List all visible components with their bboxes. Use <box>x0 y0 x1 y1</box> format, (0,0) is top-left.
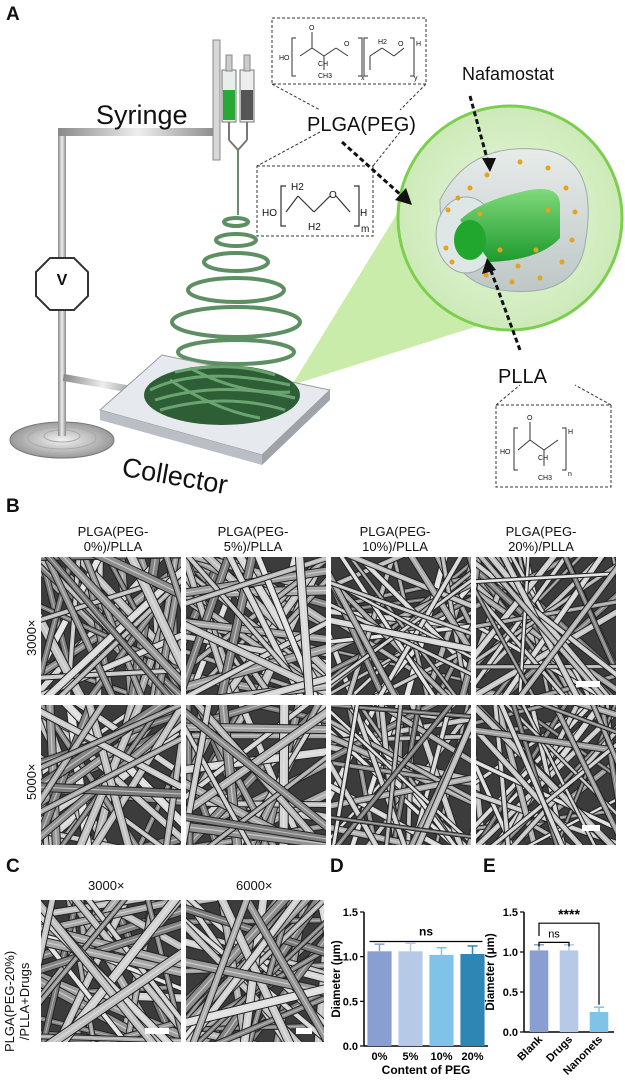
bar <box>429 955 453 1046</box>
sem-image-drugs-6000x <box>186 900 324 1042</box>
y-axis-label: Diameter (μm) <box>331 940 343 1018</box>
sem-image-peg10-5000x <box>331 705 471 845</box>
row-label-c-sample: PLGA(PEG-20%)/PLLA+Drugs <box>2 951 32 1052</box>
scale-bar <box>576 681 600 687</box>
sem-image-peg10-3000x <box>331 557 471 695</box>
scale-bar <box>296 1028 312 1034</box>
scale-bar <box>582 825 600 831</box>
svg-text:HO: HO <box>500 449 511 456</box>
y-tick-label: 0.0 <box>343 1041 358 1053</box>
svg-text:H: H <box>360 208 367 219</box>
x-tick-label: 5% <box>403 1051 419 1063</box>
svg-text:H: H <box>416 41 421 48</box>
svg-text:HO: HO <box>262 208 277 219</box>
plga-peg-label: PLGA(PEG) <box>307 114 416 137</box>
svg-text:CH: CH <box>318 61 328 68</box>
sem-image-peg20-5000x <box>476 705 616 845</box>
x-tick-label: 20% <box>461 1051 483 1063</box>
bar <box>367 951 391 1046</box>
svg-text:CH3: CH3 <box>538 475 552 482</box>
svg-text:H2: H2 <box>378 39 387 46</box>
svg-text:HO: HO <box>279 55 290 62</box>
sem-image-drugs-3000x <box>41 900 181 1042</box>
x-tick-label: Blank <box>515 1033 545 1063</box>
svg-text:O: O <box>527 415 533 422</box>
significance-label-ns: ns <box>548 928 560 940</box>
y-tick-label: 1.0 <box>503 947 518 959</box>
svg-text:m: m <box>361 224 369 235</box>
svg-text:CH: CH <box>538 455 548 462</box>
plga-formula-box <box>272 18 426 84</box>
fiber-jet-spiral <box>172 218 300 364</box>
scale-bar <box>145 1028 169 1034</box>
col-label-peg-5: PLGA(PEG-5%)/PLLA <box>188 524 318 554</box>
col-label-peg-20: PLGA(PEG-20%)/PLLA <box>476 524 606 554</box>
y-axis-label: Diameter (μm) <box>485 933 497 1011</box>
bar <box>560 950 579 1032</box>
col-label-c-6000x: 6000× <box>236 878 273 893</box>
bar <box>530 950 549 1032</box>
significance-label: ns <box>419 924 433 938</box>
y-tick-label: 1.5 <box>343 907 358 919</box>
y-tick-label: 0.0 <box>503 1027 518 1039</box>
panel-letter-d: D <box>330 856 344 878</box>
svg-text:x: x <box>361 75 365 82</box>
x-tick-label: 0% <box>372 1051 388 1063</box>
svg-text:O: O <box>309 25 315 32</box>
y-tick-label: 1.5 <box>503 907 518 919</box>
svg-text:O: O <box>398 41 404 48</box>
panel-letter-c: C <box>6 856 20 878</box>
x-axis-label: Content of PEG <box>382 1063 471 1077</box>
fiber-mat <box>144 365 300 425</box>
plla-label: PLLA <box>498 366 547 389</box>
voltage-label: V <box>54 272 70 290</box>
bar <box>460 954 484 1046</box>
svg-text:H2: H2 <box>291 182 304 193</box>
panel-letter-e: E <box>483 856 496 878</box>
sem-image-peg0-5000x <box>41 705 181 845</box>
syringe-label: Syringe <box>96 100 188 131</box>
y-tick-label: 0.5 <box>503 987 518 999</box>
sem-image-peg20-3000x <box>476 557 616 695</box>
svg-text:n: n <box>568 471 572 478</box>
bar <box>590 1012 609 1032</box>
svg-text:H2: H2 <box>308 222 321 233</box>
plla-formula-box <box>496 405 611 487</box>
sem-image-peg5-3000x <box>186 557 326 695</box>
nafamostat-label: Nafamostat <box>462 64 554 85</box>
svg-text:O: O <box>329 190 337 201</box>
y-tick-label: 1.0 <box>343 952 358 964</box>
svg-text:H: H <box>568 429 573 436</box>
x-tick-label: 10% <box>430 1051 452 1063</box>
sem-image-peg0-3000x <box>41 557 181 695</box>
col-label-c-3000x: 3000× <box>88 878 125 893</box>
svg-text:CH3: CH3 <box>318 73 332 80</box>
col-label-peg-0: PLGA(PEG-0%)/PLLA <box>48 524 178 554</box>
row-label-3000x: 3000× <box>24 619 39 656</box>
sem-image-peg5-5000x <box>186 705 326 845</box>
row-label-5000x: 5000× <box>24 763 39 800</box>
significance-label-stars: **** <box>558 906 580 922</box>
y-tick-label: 0.5 <box>343 996 358 1008</box>
svg-text:O: O <box>344 41 350 48</box>
col-label-peg-10: PLGA(PEG-10%)/PLLA <box>330 524 460 554</box>
bar <box>398 951 422 1046</box>
svg-text:y: y <box>414 75 418 82</box>
